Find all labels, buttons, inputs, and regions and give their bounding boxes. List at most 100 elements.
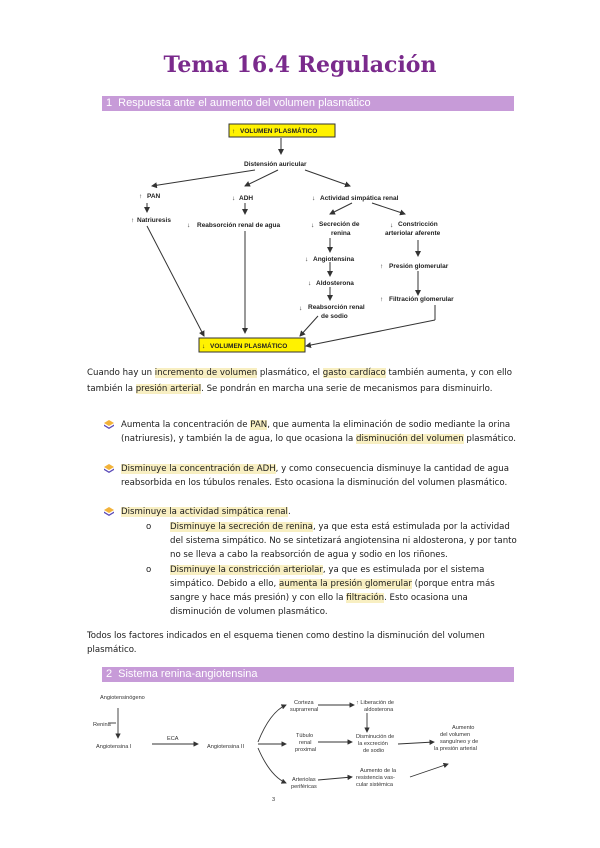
- down-arrow-mark: ↓: [311, 222, 314, 229]
- up-arrow-mark: ↑: [232, 128, 235, 135]
- presion-label: Presión glomerular: [389, 263, 449, 270]
- up-arrow-mark: ↑: [131, 217, 134, 224]
- highlight: aumenta la presión glomerular: [278, 579, 412, 589]
- plasma-volume-top-box: [228, 123, 336, 138]
- text-run: Aumenta la concentración de: [121, 420, 251, 430]
- text-run: (porque entra más sangre y hace más pres…: [170, 579, 495, 603]
- text-run: .: [287, 507, 291, 517]
- down-arrow-mark: ↓: [202, 343, 205, 350]
- down-arrow-mark: ↓: [312, 195, 315, 202]
- aumento-volumen-label: Aumento: [452, 725, 474, 731]
- section-label: Respuesta ante el aumento del volumen pl…: [118, 97, 371, 109]
- text-run: Cuando hay un: [87, 368, 155, 378]
- reabsorcion-agua-label: Reabsorción renal de agua: [197, 222, 280, 229]
- volume-response-diagram: ↑ VOLUMEN PLASMÁTICO Distensión auricula…: [131, 123, 454, 353]
- highlight: PAN: [250, 420, 268, 430]
- distension-label: Distensión auricular: [244, 161, 307, 168]
- renina-label: Renina: [93, 722, 112, 728]
- highlight: filtración: [346, 593, 385, 603]
- page-title: Tema 16.4 Regulación: [163, 52, 437, 78]
- down-arrow-mark: ↓: [390, 222, 393, 229]
- angiotensina-i-label: Angiotensina I: [96, 744, 132, 750]
- constriccion-label: Constricción: [398, 221, 438, 228]
- disminucion-label: Disminución de: [356, 734, 394, 740]
- liberacion-label: ↑ Liberación de: [356, 700, 394, 706]
- aumento-volumen-label-3: sanguíneo y de: [440, 739, 478, 745]
- down-arrow-mark: ↓: [299, 305, 302, 312]
- constriccion-label-2: arteriolar aferente: [385, 230, 441, 237]
- highlight: Disminuye la actividad simpática renal: [121, 507, 288, 517]
- secrecion-label: Secreción de: [319, 221, 360, 228]
- intro-paragraph: Cuando hay un incremento de volumen plas…: [87, 366, 517, 397]
- top-box-label: VOLUMEN PLASMÁTICO: [240, 126, 317, 135]
- text-run: plasmático.: [463, 434, 516, 444]
- list-item: Disminuye la actividad simpática renal.: [104, 505, 516, 519]
- renin-angiotensin-diagram: Angiotensinógeno Renina Angiotensina I E…: [93, 695, 478, 803]
- eca-label: ECA: [167, 736, 179, 742]
- tubulo-label-2: renal: [299, 740, 311, 746]
- reabsorcion-sodio-label: Reabsorción renal: [308, 304, 365, 311]
- sub-list-item: o Disminuye la secreción de renina, ya q…: [146, 520, 518, 562]
- up-arrow-mark: ↑: [139, 193, 142, 200]
- text-run: , ya que es estimulada por el sistema si…: [170, 565, 485, 589]
- section-heading-1: 1 Respuesta ante el aumento del volumen p…: [102, 96, 514, 111]
- section-label: Sistema renina-angiotensina: [118, 668, 258, 680]
- book-bullet-icon: [104, 464, 114, 473]
- actividad-label: Actividad simpática renal: [320, 195, 399, 202]
- aumento-resistencia-label-2: resistencia vas-: [356, 775, 395, 781]
- sub-bullet-marker: o: [146, 522, 152, 532]
- highlight: gasto cardíaco: [322, 368, 386, 378]
- secrecion-label-2: renina: [331, 230, 351, 237]
- corteza-label-2: suprarrenal: [290, 707, 318, 713]
- down-arrow-mark: ↓: [308, 280, 311, 287]
- section-heading-2: 2 Sistema renina-angiotensina: [102, 667, 514, 682]
- tubulo-label-3: proximal: [295, 747, 316, 753]
- sub-bullet-marker: o: [146, 565, 152, 575]
- text-run: también aumenta, y con ello también la: [87, 368, 513, 394]
- aldosterona-label: Aldosterona: [316, 280, 354, 287]
- up-arrow-mark: ↑: [380, 296, 383, 303]
- angiotensina-ii-label: Angiotensina II: [207, 744, 244, 750]
- liberacion-label-2: aldosterona: [364, 707, 394, 713]
- text-run: , y como consecuencia disminuye la canti…: [121, 464, 509, 488]
- arteriolas-label: Arteriolas: [292, 777, 316, 783]
- highlight: Disminuye la constricción arteriolar: [170, 565, 323, 575]
- reabsorcion-sodio-label-2: de sodio: [321, 313, 348, 320]
- page-number: 3: [272, 797, 275, 803]
- plasma-volume-bottom-box: [198, 337, 306, 353]
- down-arrow-mark: ↓: [187, 222, 190, 229]
- disminucion-label-2: la excreción: [358, 741, 388, 747]
- sub-list-item: o Disminuye la constricción arteriolar, …: [146, 563, 518, 619]
- filtracion-label: Filtración glomerular: [389, 296, 454, 303]
- angiotensina-label: Angiotensina: [313, 256, 355, 263]
- aumento-resistencia-label: Aumento de la: [360, 768, 397, 774]
- pan-label: PAN: [147, 193, 161, 200]
- aumento-volumen-label-4: la presión arterial: [434, 746, 477, 752]
- corteza-label: Corteza: [294, 700, 314, 706]
- arteriolas-label-2: periféricas: [291, 784, 317, 790]
- aumento-resistencia-label-3: cular sistémica: [356, 782, 394, 788]
- book-bullet-icon: [104, 507, 114, 516]
- section-number: 2: [106, 668, 113, 680]
- highlight: presión arterial: [135, 383, 202, 394]
- tubulo-label: Túbulo: [296, 733, 313, 739]
- text-run: . Esto ocasiona una disminución de volum…: [170, 593, 468, 617]
- list-item: Disminuye la concentración de ADH, y com…: [104, 462, 516, 490]
- text-run: , ya que esta está estimulada por la act…: [170, 522, 517, 560]
- highlight: Disminuye la secreción de renina: [170, 522, 313, 532]
- angiotensinogeno-label: Angiotensinógeno: [100, 695, 145, 701]
- down-arrow-mark: ↓: [232, 195, 235, 202]
- book-bullet-icon: [104, 420, 114, 429]
- conclusion-paragraph: Todos los factores indicados en el esque…: [87, 631, 485, 655]
- bottom-box-label: VOLUMEN PLASMÁTICO: [210, 341, 287, 350]
- natriuresis-label: Natriuresis: [137, 217, 171, 224]
- text-run: plasmático, el: [257, 368, 323, 378]
- down-arrow-mark: ↓: [305, 256, 308, 263]
- section-number: 1: [106, 97, 113, 109]
- highlight: disminución del volumen: [355, 434, 464, 444]
- text-run: , que aumenta la eliminación de sodio me…: [121, 420, 511, 444]
- aumento-volumen-label-2: del volumen: [440, 732, 470, 738]
- text-run: . Se pondrán en marcha una serie de meca…: [201, 383, 493, 394]
- up-arrow-mark: ↑: [380, 263, 383, 270]
- adh-label: ADH: [239, 195, 253, 202]
